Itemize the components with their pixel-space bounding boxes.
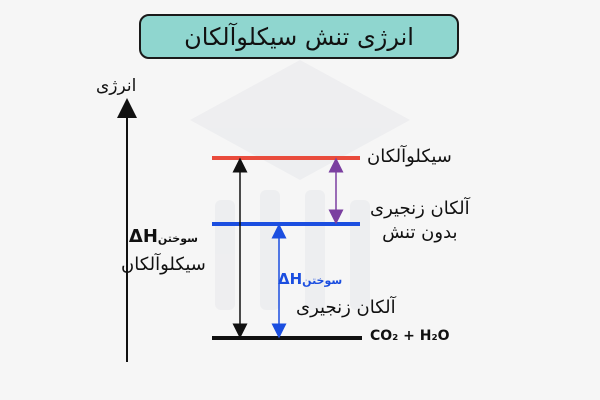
- chain-combustion-caption: آلکان زنجیری: [296, 297, 396, 318]
- title-text: انرژی تنش سیکلوآلکان: [184, 22, 414, 51]
- cycloalkane-combustion-label: ΔHسوختن سیکلوآلکان: [121, 224, 206, 278]
- delta-h-blue-subscript: سوختن: [302, 274, 343, 287]
- chain-alkane-label-line2: بدون تنش: [382, 222, 458, 243]
- cycloalkane-label: سیکلوآلکان: [367, 146, 452, 167]
- delta-h-subscript: سوختن: [157, 232, 198, 245]
- chain-alkane-label-line1: آلکان زنجیری: [370, 198, 470, 219]
- energy-axis-label: انرژی: [96, 76, 137, 96]
- chain-alkane-label: آلکان زنجیری بدون تنش: [370, 197, 470, 245]
- delta-h-blue-symbol: ΔH: [278, 270, 303, 288]
- products-label: CO₂ + H₂O: [370, 328, 450, 344]
- cycloalkane-combustion-label-line2: سیکلوآلکان: [121, 254, 206, 275]
- diagram-title: انرژی تنش سیکلوآلکان: [139, 14, 459, 59]
- delta-h-symbol: ΔH: [128, 226, 158, 247]
- watermark-logo: [190, 60, 410, 310]
- chain-combustion-label: ΔHسوختن: [278, 270, 342, 288]
